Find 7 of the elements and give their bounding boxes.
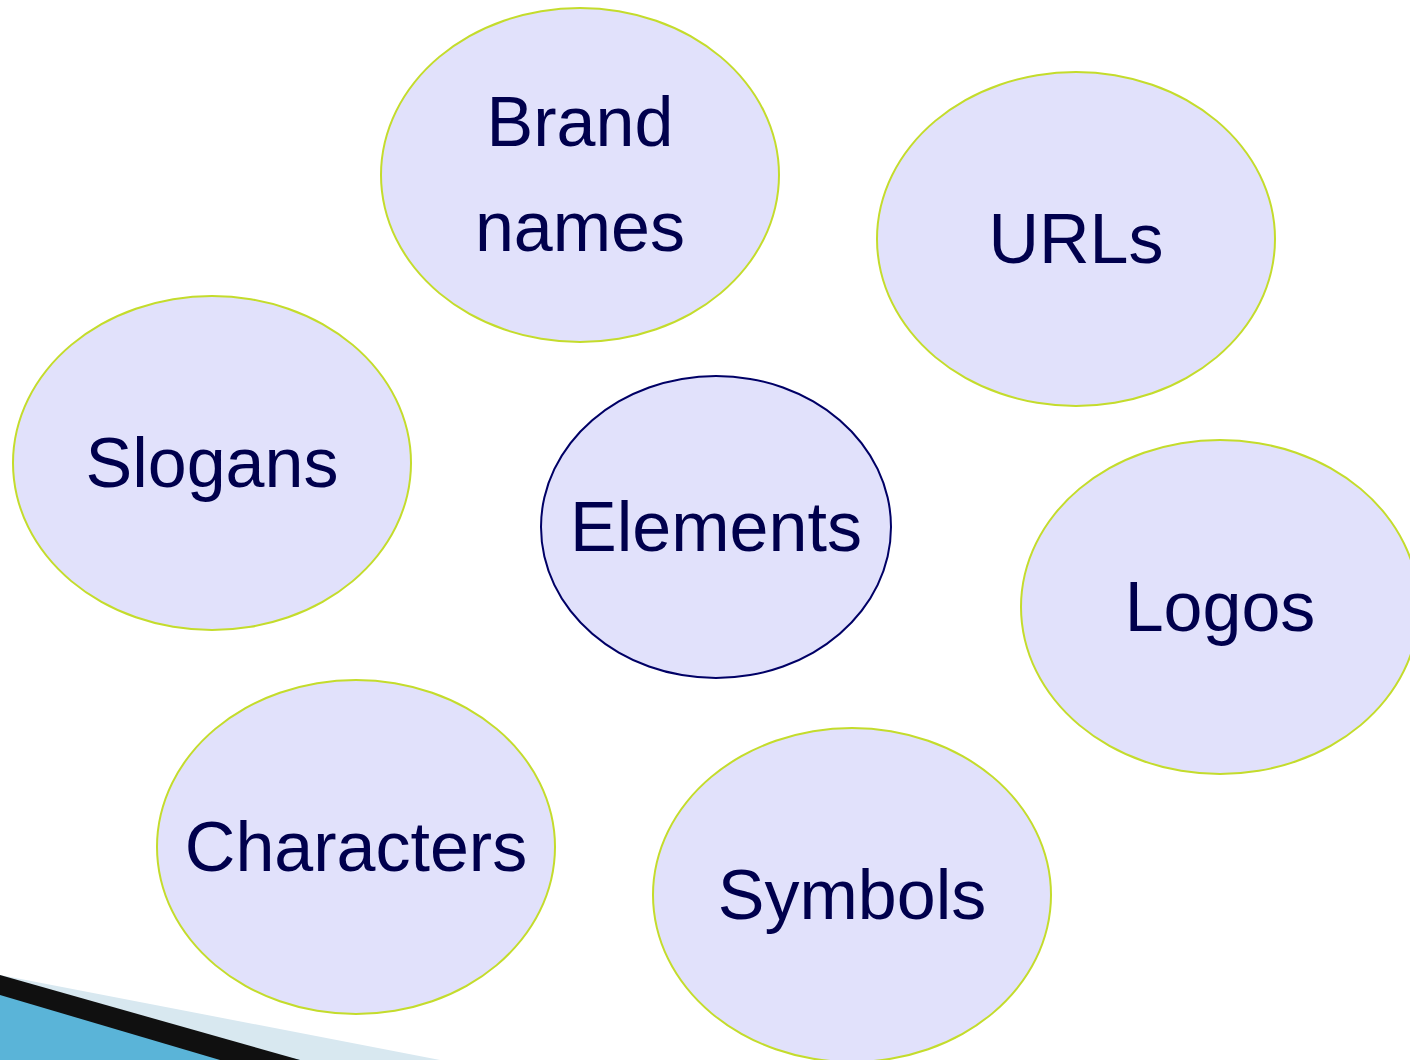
node-label: Characters: [184, 806, 528, 888]
node-label: Elements: [570, 486, 862, 568]
node-label: Logos: [1124, 566, 1316, 648]
node-label: Slogans: [85, 422, 339, 504]
node-label: Brand names: [473, 82, 687, 268]
node-label: Symbols: [717, 854, 987, 936]
node-label: URLs: [988, 198, 1164, 280]
